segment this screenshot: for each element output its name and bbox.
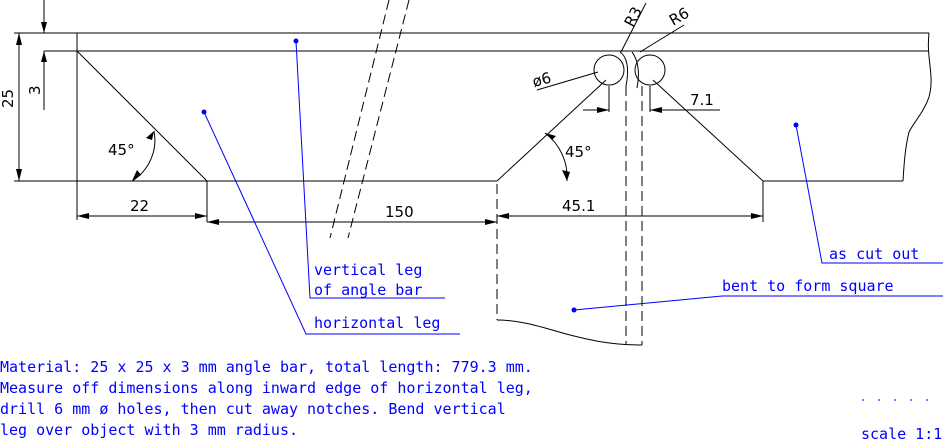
as-cut-out-label: as cut out xyxy=(829,245,919,263)
note-line-2: Measure off dimensions along inward edge… xyxy=(0,379,533,397)
r3-label: R3 xyxy=(621,4,646,30)
annotation-leaders xyxy=(201,38,943,335)
angle-bar-outline xyxy=(14,32,932,222)
horizontal-leg-label: horizontal leg xyxy=(314,314,440,332)
note-line-4: leg over object with 3 mm radius. xyxy=(0,421,298,439)
dim-45-1-label: 45.1 xyxy=(562,197,595,215)
hole-label: ø6 xyxy=(530,69,553,91)
dimension-25: 25 3 xyxy=(0,0,77,181)
left-notch-edge xyxy=(76,50,208,182)
dim-3-label: 3 xyxy=(26,85,44,95)
angle-right-label: 45° xyxy=(565,143,592,161)
dimension-45-1: 45.1 xyxy=(497,197,763,219)
dimension-150: 150 xyxy=(207,203,497,225)
scale-label: scale 1:1 xyxy=(861,425,942,440)
note-line-1: Material: 25 x 25 x 3 mm angle bar, tota… xyxy=(0,358,533,376)
angle-right: 45° xyxy=(544,132,592,182)
bend-notch xyxy=(496,51,764,222)
r6-label: R6 xyxy=(666,4,692,30)
dim-7-1-label: 7.1 xyxy=(690,91,714,109)
dim-22-label: 22 xyxy=(130,197,149,215)
vertical-leg-dashed xyxy=(329,0,410,239)
angle-left-label: 45° xyxy=(108,141,135,159)
angle-left: 45° xyxy=(108,130,156,182)
scale-note: scale 1:1 xyxy=(861,399,942,440)
vertical-leg-label-1: vertical leg xyxy=(314,261,422,279)
dimension-22: 22 xyxy=(77,197,207,219)
vertical-leg-label-2: of angle bar xyxy=(314,281,422,299)
radius-leaders: R3 R6 ø6 xyxy=(530,2,692,91)
material-notes: Material: 25 x 25 x 3 mm angle bar, tota… xyxy=(0,358,533,439)
dim-25-label: 25 xyxy=(0,89,17,108)
note-line-3: drill 6 mm ø holes, then cut away notche… xyxy=(0,400,506,418)
bent-label: bent to form square xyxy=(722,277,894,295)
dim-150-label: 150 xyxy=(385,203,414,221)
dimension-7-1: 7.1 xyxy=(583,86,720,113)
